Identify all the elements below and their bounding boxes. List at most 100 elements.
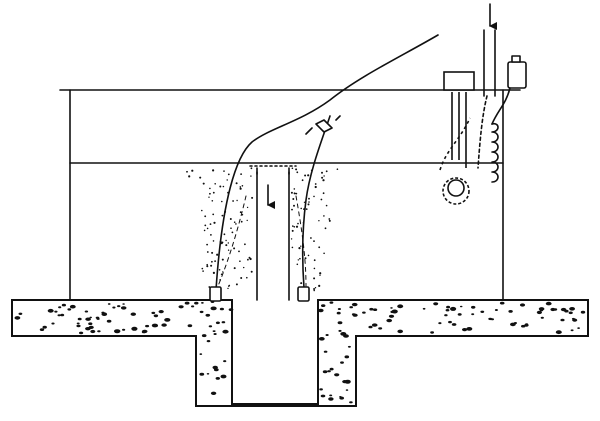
texture-speck — [151, 311, 156, 315]
texture-speck — [307, 203, 310, 206]
texture-speck — [296, 171, 299, 174]
texture-speck — [232, 200, 235, 202]
texture-speck — [101, 311, 105, 314]
texture-speck — [208, 196, 210, 198]
texture-speck — [246, 276, 248, 279]
texture-speck — [158, 310, 164, 314]
texture-speck — [211, 200, 214, 202]
texture-speck — [471, 305, 476, 309]
texture-speck — [221, 321, 226, 324]
texture-speck — [337, 321, 343, 325]
texture-speck — [250, 270, 253, 273]
texture-speck — [397, 304, 404, 309]
texture-speck — [304, 257, 307, 260]
texture-speck — [362, 311, 366, 314]
texture-speck — [295, 168, 298, 171]
texture-speck — [202, 182, 205, 185]
texture-speck — [210, 391, 217, 395]
texture-speck — [318, 308, 324, 313]
texture-speck — [202, 270, 204, 272]
texture-speck — [325, 170, 328, 173]
texture-speck — [307, 254, 310, 257]
texture-speck — [208, 325, 213, 328]
texture-speck — [161, 323, 167, 327]
texture-speck — [313, 267, 316, 270]
texture-speck — [226, 179, 228, 181]
texture-speck — [388, 314, 395, 318]
texture-speck — [236, 199, 238, 202]
column-lip — [256, 167, 290, 175]
texture-speck — [201, 209, 203, 212]
texture-speck — [90, 329, 96, 334]
texture-speck — [120, 306, 127, 310]
texture-speck — [61, 303, 66, 307]
texture-speck — [323, 175, 325, 177]
texture-speck — [243, 266, 245, 269]
cable-junction-clip — [315, 119, 333, 133]
texture-speck — [291, 229, 294, 232]
texture-speck — [212, 271, 215, 274]
texture-speck — [240, 173, 243, 176]
texture-speck — [307, 174, 310, 177]
texture-speck — [347, 345, 351, 348]
texture-speck — [295, 225, 299, 228]
texture-speck — [221, 258, 224, 261]
texture-speck — [321, 304, 326, 307]
texture-speck — [233, 221, 236, 223]
texture-speck — [194, 301, 199, 305]
texture-speck — [241, 213, 244, 216]
texture-speck — [323, 252, 325, 255]
texture-speck — [215, 377, 220, 380]
texture-speck — [368, 325, 373, 329]
texture-speck — [580, 310, 586, 314]
texture-speck — [300, 207, 303, 210]
texture-speck — [213, 333, 217, 335]
texture-speck — [390, 307, 393, 309]
texture-speck — [235, 182, 238, 185]
texture-speck — [250, 167, 253, 170]
texture-speck — [191, 169, 194, 172]
texture-speck — [39, 328, 45, 331]
texture-speck — [422, 307, 426, 310]
texture-speck — [201, 302, 204, 304]
texture-speck — [114, 329, 121, 334]
texture-speck — [227, 287, 229, 290]
texture-speck — [323, 215, 325, 217]
texture-speck — [210, 306, 217, 311]
texture-speck — [206, 373, 210, 375]
texture-speck — [85, 317, 91, 321]
texture-speck — [295, 192, 298, 195]
texture-speck — [76, 324, 81, 328]
secondary-cable — [301, 115, 331, 289]
texture-speck — [386, 318, 393, 323]
texture-speck — [325, 334, 329, 336]
texture-speck — [42, 325, 47, 329]
texture-speck — [211, 251, 214, 254]
texture-speck — [14, 316, 21, 320]
texture-speck — [327, 370, 331, 373]
texture-speck — [555, 330, 562, 335]
texture-speck — [490, 318, 494, 321]
sensor-cables — [215, 34, 439, 291]
texture-speck — [313, 240, 315, 243]
texture-speck — [570, 329, 574, 332]
texture-speck — [304, 174, 307, 177]
heater-dashed-lead — [477, 95, 488, 169]
texture-speck — [298, 247, 301, 250]
heater-lead — [491, 87, 511, 125]
texture-speck — [233, 247, 236, 250]
texture-speck — [84, 310, 89, 313]
texture-speck — [344, 355, 350, 359]
texture-speck — [235, 223, 237, 225]
texture-speck — [329, 367, 334, 371]
texture-speck — [319, 388, 323, 391]
texture-speck — [293, 226, 296, 228]
texture-speck — [222, 329, 229, 334]
texture-speck — [204, 224, 207, 227]
texture-speck — [209, 192, 211, 195]
texture-speck — [210, 234, 212, 236]
texture-speck — [319, 272, 322, 275]
texture-speck — [521, 324, 526, 328]
texture-speck — [212, 191, 215, 194]
texture-speck — [320, 198, 323, 201]
